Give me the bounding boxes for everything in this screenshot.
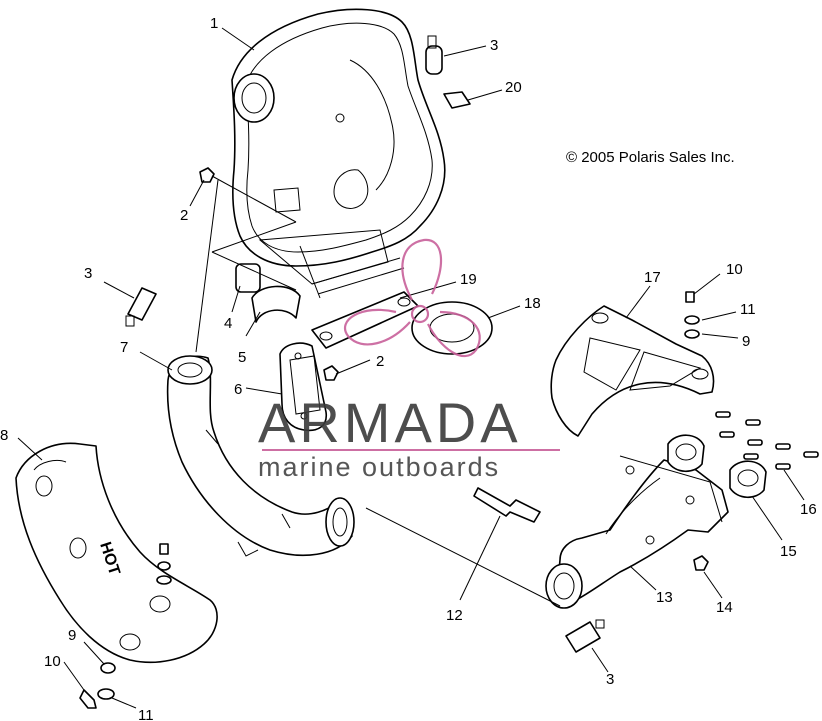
callout-10-left: 10 <box>44 653 61 670</box>
callout-4: 4 <box>224 315 232 332</box>
part-sensor <box>473 487 541 523</box>
callout-6: 6 <box>234 381 242 398</box>
part-manifold-cover <box>550 305 715 437</box>
callout-13: 13 <box>656 589 673 606</box>
part-studs <box>715 411 819 470</box>
part-bracket-plate <box>311 291 419 349</box>
callout-12: 12 <box>446 607 463 624</box>
callout-14: 14 <box>716 599 733 616</box>
armada-watermark: ARMADA marine outboards <box>258 238 560 482</box>
callout-17: 17 <box>644 269 661 286</box>
callout-2-left: 2 <box>180 207 188 224</box>
part-exhaust-manifold <box>545 455 729 609</box>
part-flange-gasket <box>411 301 493 355</box>
copyright-text: © 2005 Polaris Sales Inc. <box>566 149 735 166</box>
callout-10-right: 10 <box>726 261 743 278</box>
part-manifold-gaskets <box>667 434 767 499</box>
watermark-title: ARMADA <box>258 391 522 454</box>
callouts: 1 3 20 2 3 4 5 6 2 19 18 17 10 11 9 7 8 … <box>0 15 817 721</box>
part-nut-center <box>323 365 339 381</box>
callout-3-bottom: 3 <box>606 671 614 688</box>
part-nut-right <box>693 555 709 571</box>
callout-11-left: 11 <box>138 707 154 721</box>
part-exhaust-pipe <box>166 355 355 557</box>
part-grommet-bottom <box>565 619 605 653</box>
callout-11-right: 11 <box>740 301 756 318</box>
part-heat-shield: HOT <box>15 442 218 664</box>
part-bolt-stack-right <box>684 291 700 339</box>
part-nut-left <box>199 167 215 183</box>
propeller-logo <box>344 238 481 358</box>
callout-3-left: 3 <box>84 265 92 282</box>
callout-3-top: 3 <box>490 37 498 54</box>
callout-2-center: 2 <box>376 353 384 370</box>
callout-16: 16 <box>800 501 817 518</box>
part-muffler <box>231 8 446 295</box>
callout-18: 18 <box>524 295 541 312</box>
part-rubber-mount <box>235 263 301 323</box>
leader-lines <box>17 27 805 709</box>
part-gasket-plate <box>279 342 328 432</box>
part-grommet-left <box>125 287 157 327</box>
callout-15: 15 <box>780 543 797 560</box>
part-clip <box>443 91 471 109</box>
callout-20: 20 <box>505 79 522 96</box>
callout-8: 8 <box>0 427 8 444</box>
part-bolt-stack-left <box>79 543 172 709</box>
callout-19: 19 <box>460 271 477 288</box>
callout-5: 5 <box>238 349 246 366</box>
callout-9-right: 9 <box>742 333 750 350</box>
part-grommet-top <box>425 35 443 75</box>
watermark-subtitle: marine outboards <box>258 452 500 482</box>
callout-1: 1 <box>210 15 218 32</box>
callout-7: 7 <box>120 339 128 356</box>
callout-9-left: 9 <box>68 627 76 644</box>
